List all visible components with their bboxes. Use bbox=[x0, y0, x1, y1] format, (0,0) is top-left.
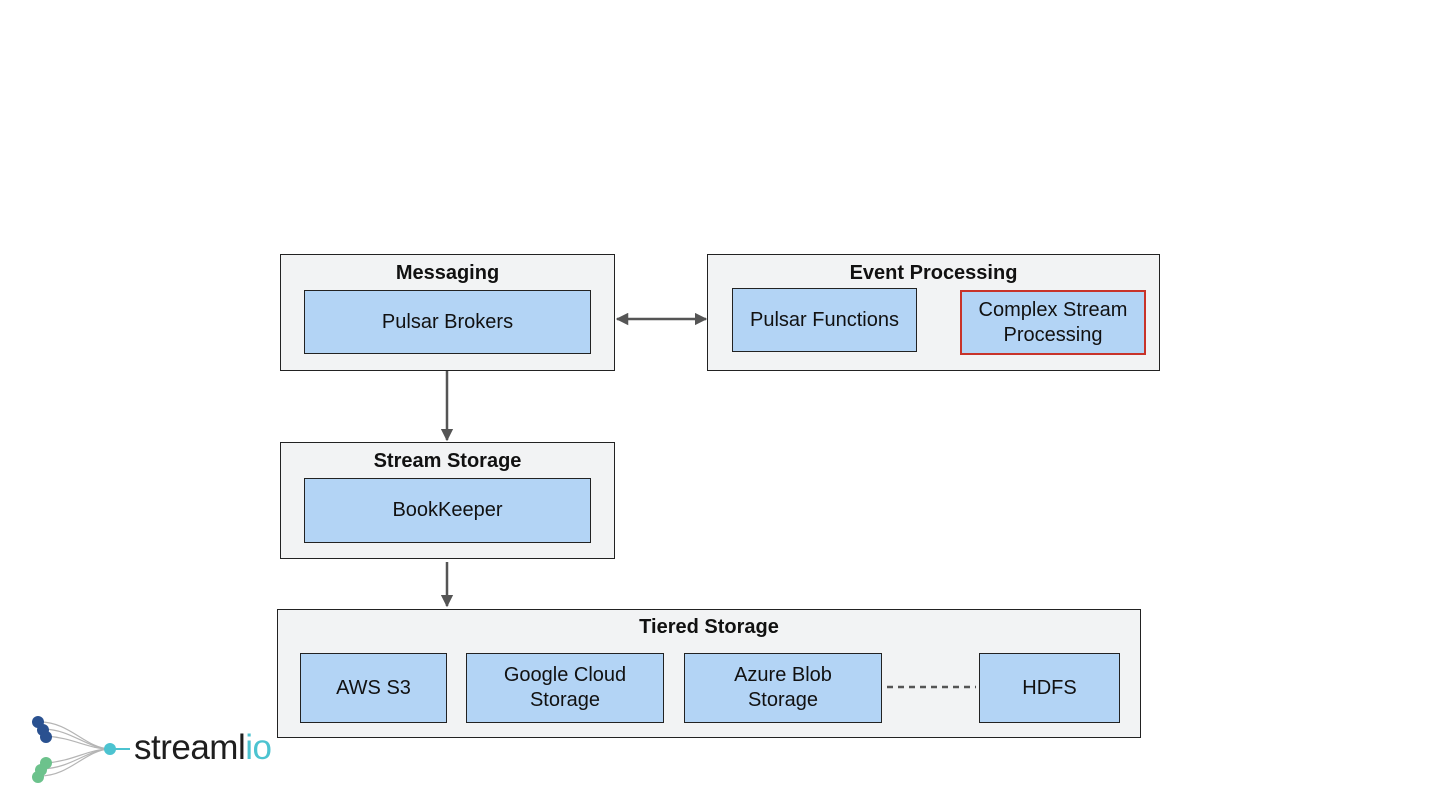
complex-stream-processing-box: Complex Stream Processing bbox=[960, 290, 1146, 355]
streamlio-logo: streamlio bbox=[30, 712, 290, 788]
event-processing-title: Event Processing bbox=[849, 262, 1018, 284]
tiered-storage-title: Tiered Storage bbox=[639, 616, 779, 638]
streamlio-wordmark-accent: io bbox=[245, 728, 272, 767]
pulsar-brokers-box: Pulsar Brokers bbox=[304, 290, 591, 354]
event-processing-group: Event Processing Pulsar Functions Comple… bbox=[707, 254, 1160, 371]
stream-storage-group: Stream Storage BookKeeper bbox=[280, 442, 615, 559]
streamlio-wordmark: streamlio bbox=[134, 726, 272, 770]
pulsar-functions-label: Pulsar Functions bbox=[750, 308, 899, 331]
streamlio-logo-mark bbox=[32, 716, 130, 783]
hdfs-label: HDFS bbox=[1022, 676, 1077, 699]
stream-storage-title: Stream Storage bbox=[373, 450, 522, 472]
azure-blob-storage-label: Azure Blob Storage bbox=[734, 664, 832, 711]
google-cloud-storage-box: Google Cloud Storage bbox=[466, 653, 664, 723]
pulsar-functions-box: Pulsar Functions bbox=[732, 288, 917, 352]
google-cloud-storage-label: Google Cloud Storage bbox=[503, 664, 627, 711]
aws-s3-box: AWS S3 bbox=[300, 653, 447, 723]
tiered-storage-group: Tiered Storage AWS S3 Google Cloud Stora… bbox=[277, 609, 1141, 738]
pulsar-brokers-label: Pulsar Brokers bbox=[381, 310, 514, 333]
bookkeeper-box: BookKeeper bbox=[304, 478, 591, 543]
streamlio-wordmark-main: streaml bbox=[134, 728, 246, 767]
messaging-group: Messaging Pulsar Brokers bbox=[280, 254, 615, 371]
hdfs-box: HDFS bbox=[979, 653, 1120, 723]
bookkeeper-label: BookKeeper bbox=[392, 499, 503, 521]
aws-s3-label: AWS S3 bbox=[336, 676, 411, 699]
complex-stream-processing-label: Complex Stream Processing bbox=[978, 298, 1128, 346]
azure-blob-storage-box: Azure Blob Storage bbox=[684, 653, 882, 723]
messaging-title: Messaging bbox=[395, 262, 500, 284]
